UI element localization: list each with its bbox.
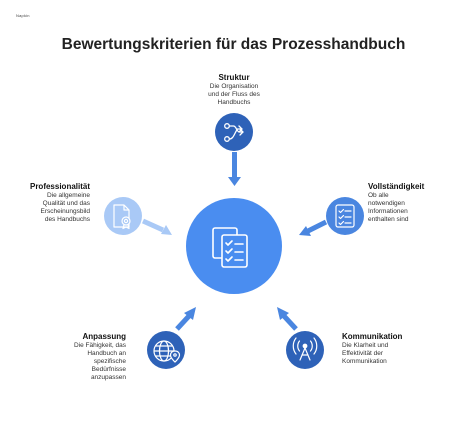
desc-professionalitaet-line3: Erscheinungsbild (40, 208, 90, 215)
label-anpassung: Anpassung Die Fähigkeit, das Handbuch an… (40, 332, 126, 382)
title-vollstaendigkeit: Vollständigkeit (368, 182, 425, 191)
desc-struktur-line3: Handbuchs (217, 99, 251, 106)
title-professionalitaet: Professionalität (29, 182, 90, 191)
node-vollstaendigkeit (326, 197, 364, 235)
node-kommunikation (286, 331, 324, 369)
label-kommunikation: Kommunikation Die Klarheit und Effektivi… (342, 332, 432, 366)
desc-professionalitaet-line2: Qualität und das (42, 200, 90, 207)
label-professionalitaet: Professionalität Die allgemeine Qualität… (10, 182, 90, 224)
node-anpassung (147, 331, 185, 369)
desc-struktur-line2: und der Fluss des (208, 91, 260, 98)
desc-struktur-line1: Die Organisation (209, 83, 259, 90)
title-anpassung: Anpassung (82, 332, 126, 341)
flow-arrows-icon (224, 123, 244, 142)
desc-anpassung-line2: Handbuch an (87, 350, 126, 357)
desc-professionalitaet-line4: des Handbuchs (44, 216, 90, 223)
desc-anpassung-line4: Bedürfnisse (91, 366, 126, 373)
desc-kommunikation-line1: Die Klarheit und (342, 342, 389, 349)
arrow-vollstaendigkeit (299, 219, 328, 236)
desc-kommunikation-line2: Effektivität der (342, 350, 384, 357)
globe-pin-icon (153, 340, 181, 363)
label-vollstaendigkeit: Vollständigkeit Ob alle notwendigen Info… (368, 182, 458, 224)
title-struktur: Struktur (218, 73, 250, 82)
node-struktur (215, 113, 253, 151)
checklist-icon (335, 204, 355, 228)
desc-professionalitaet-line1: Die allgemeine (47, 192, 90, 199)
desc-vollstaendigkeit-line1: Ob alle (368, 192, 389, 199)
clipboard-checklist-icon (212, 227, 248, 268)
desc-anpassung-line5: anzupassen (90, 374, 126, 381)
desc-vollstaendigkeit-line2: notwendigen (368, 200, 405, 207)
desc-anpassung-line3: spezifische (93, 358, 126, 365)
arrow-kommunikation (277, 307, 298, 331)
page-title: Bewertungskriterien für das Prozesshandb… (61, 36, 406, 53)
arrow-anpassung (175, 307, 196, 331)
node-professionalitaet (104, 197, 142, 235)
arrow-struktur (228, 152, 241, 186)
desc-kommunikation-line3: Kommunikation (342, 358, 387, 365)
arrow-professionalitaet (141, 218, 172, 235)
desc-anpassung-line1: Die Fähigkeit, das (73, 342, 126, 349)
label-struktur: Struktur Die Organisation und der Fluss … (193, 73, 275, 107)
title-kommunikation: Kommunikation (342, 332, 403, 341)
desc-vollstaendigkeit-line3: Informationen (368, 208, 408, 215)
brand-logo: Napkin (16, 13, 30, 18)
certificate-document-icon (113, 204, 131, 230)
desc-vollstaendigkeit-line4: enthalten sind (368, 216, 409, 223)
radio-tower-icon (292, 337, 318, 361)
